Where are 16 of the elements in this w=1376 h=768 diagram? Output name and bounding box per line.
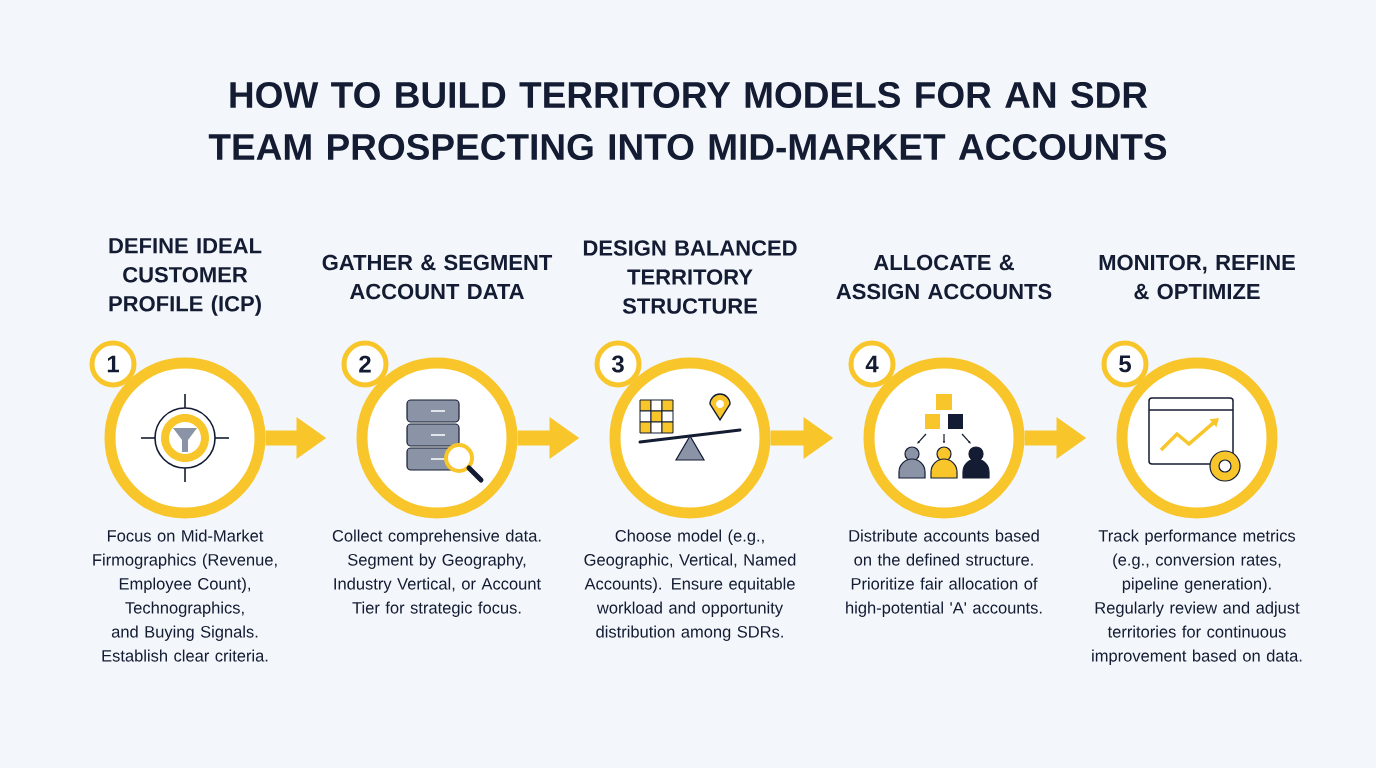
step-heading: GATHER & SEGMENT ACCOUNT DATA [322,254,553,300]
step-heading: MONITOR, REFINE & OPTIMIZE [1099,254,1295,300]
step-description: Focus on Mid-Market Firmographics (Revenue, Employee Count), Technographics, and Buying Signals. Establish clear criteria. [93,529,277,662]
step-description: Track performance metrics (e.g., conversion rates, pipeline generation). Regularly review and adjust territories for continuous improvement based on data. [1092,529,1302,665]
step-heading: ALLOCATE & ASSIGN ACCOUNTS [836,254,1052,300]
title: HOW TO BUILD TERRITORY MODELS FOR AN SDR TEAM PROSPECTING INTO MID-MARKET ACCOUNTS [208,81,1167,161]
number-badge: 1 [89,340,137,388]
step-heading: DEFINE IDEAL CUSTOMER PROFILE (ICP) [109,238,262,316]
step-heading: DESIGN BALANCED TERRITORY STRUCTURE [583,240,797,314]
number-badge: 4 [848,340,896,388]
number-badge: 2 [341,340,389,388]
step-description: Collect comprehensive data. Segment by Geography, Industry Vertical, or Account Tier for strategic focus. [332,529,541,617]
step-description: Distribute accounts based on the defined structure. Prioritize fair allocation of high-potential 'A' accounts. [846,529,1042,617]
number-badge: 3 [594,340,642,388]
step-description: Choose model (e.g., Geographic, Vertical, Named Accounts). Ensure equitable workload and opportunity distribution among SDRs. [584,529,796,641]
number-badge: 5 [1101,340,1149,388]
